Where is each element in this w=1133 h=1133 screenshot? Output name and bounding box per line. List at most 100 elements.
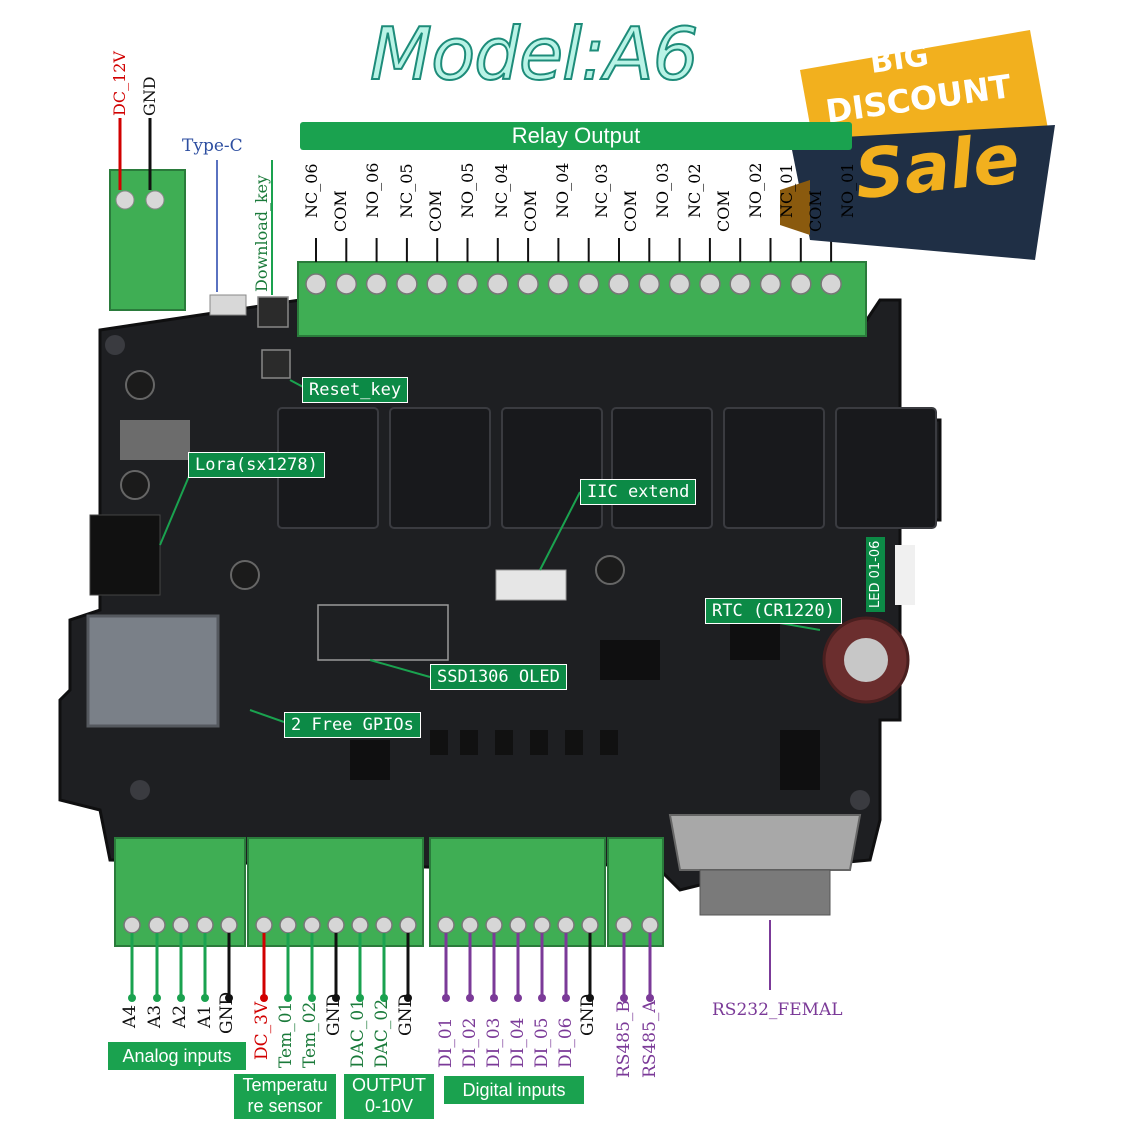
- power-terminal: [109, 169, 186, 311]
- relay-pin-label: NC_02: [685, 163, 704, 218]
- pin-label-a4: A4: [120, 1004, 140, 1028]
- relay-terminal-screw: [759, 273, 782, 295]
- relay-terminal-screw: [456, 273, 479, 295]
- relay-pin-label: NC_01: [777, 163, 796, 218]
- relay-terminal-screw: [790, 273, 812, 295]
- pin-label-di-03: DI_03: [484, 1017, 504, 1068]
- relay-terminal-screw: [820, 273, 842, 295]
- section-output-line1: OUTPUT: [352, 1075, 426, 1095]
- relay-terminal-screw: [487, 273, 509, 295]
- bottom-terminal-screw: [399, 916, 417, 934]
- section-output-0-10v: OUTPUT 0-10V: [344, 1074, 434, 1119]
- bottom-terminal-screw: [148, 916, 166, 934]
- relay-pin-label: NO_02: [746, 162, 765, 218]
- callout-lora: Lora(sx1278): [188, 452, 325, 478]
- relay-terminal-screw: [638, 273, 661, 295]
- pin-label-di-05: DI_05: [532, 1017, 552, 1068]
- bottom-terminal-screw: [485, 916, 503, 934]
- callout-iic: IIC extend: [580, 479, 697, 505]
- pin-label-gnd-di: GND: [578, 993, 598, 1036]
- relay-terminal-screw: [396, 273, 418, 295]
- callout-rtc: RTC (CR1220): [705, 598, 842, 624]
- callout-gpio: 2 Free GPIOs: [284, 712, 421, 738]
- relay-terminal-screw: [699, 273, 721, 295]
- callout-reset-key: Reset_key: [302, 377, 409, 403]
- section-output-line2: 0-10V: [364, 1096, 414, 1116]
- bottom-terminal-screw: [327, 916, 345, 934]
- pin-label-dac-01: DAC_01: [348, 998, 368, 1068]
- relay-terminal-screw: [517, 273, 539, 295]
- relay-terminal-block: [297, 261, 867, 337]
- label-gnd-power: GND: [140, 76, 159, 116]
- pin-label-rs485-b: RS485_B: [614, 1000, 634, 1078]
- section-temperature-sensor: Temperatu re sensor: [234, 1074, 336, 1119]
- pin-label-di-06: DI_06: [556, 1017, 576, 1068]
- relay-pin-label: COM: [521, 190, 540, 232]
- section-digital-inputs: Digital inputs: [444, 1076, 584, 1104]
- bottom-terminal-screw: [461, 916, 479, 934]
- relay-pin-label: COM: [331, 190, 350, 232]
- pin-label-dac-02: DAC_02: [372, 998, 392, 1068]
- pin-label-dc-3v: DC_3V: [252, 1001, 272, 1060]
- relay-terminal-screw: [729, 273, 751, 295]
- relay-pin-label: NC_05: [397, 163, 416, 218]
- relay-pin-label: NC_04: [492, 163, 511, 218]
- bottom-terminal-screw: [615, 916, 633, 934]
- relay-pin-label: COM: [621, 190, 640, 232]
- section-analog-inputs: Analog inputs: [108, 1042, 246, 1070]
- bottom-terminal-screw: [279, 916, 297, 934]
- relay-pin-label: COM: [714, 190, 733, 232]
- sale-banner-graphic: [780, 30, 1055, 260]
- model-title: Model:A6: [369, 11, 699, 97]
- bottom-terminal-screw: [220, 916, 238, 934]
- relay-terminal-screw: [608, 273, 630, 295]
- bottom-terminal-screw: [375, 916, 393, 934]
- relay-pin-label: NO_04: [553, 162, 572, 218]
- bottom-terminal-screw: [533, 916, 551, 934]
- pin-label-di-01: DI_01: [436, 1017, 456, 1068]
- relay-pin-label: COM: [426, 190, 445, 232]
- pin-label-a2: A2: [170, 1004, 190, 1028]
- bottom-terminal-screw: [509, 916, 527, 934]
- bottom-terminal-screw: [172, 916, 190, 934]
- bottom-terminal-screw: [581, 916, 599, 934]
- relay-pin-label: NO_06: [363, 162, 382, 218]
- bottom-terminal-screw: [641, 916, 659, 934]
- pin-label-di-02: DI_02: [460, 1017, 480, 1068]
- pin-label-tem-01: Tem_01: [276, 1001, 296, 1068]
- section-temperature-line1: Temperatu: [242, 1075, 328, 1095]
- pin-label-tem-02: Tem_02: [300, 1001, 320, 1068]
- relay-terminal-screw: [668, 273, 691, 295]
- bottom-terminal-screw: [123, 916, 141, 934]
- iic-connector: [495, 569, 567, 601]
- section-temperature-line2: re sensor: [247, 1096, 323, 1116]
- esp32-module: [86, 614, 220, 728]
- relay-terminal-screw: [305, 273, 327, 295]
- bottom-terminal-screw: [196, 916, 214, 934]
- bottom-terminal-screw: [255, 916, 273, 934]
- relay-pin-label: NC_03: [592, 163, 611, 218]
- pin-label-di-04: DI_04: [508, 1017, 528, 1068]
- relay-output-header: Relay Output: [300, 122, 852, 150]
- relay-terminal-screw: [426, 273, 448, 295]
- rs232-connector: [668, 814, 862, 871]
- relay-terminal-screw: [577, 273, 600, 295]
- pin-label-a3: A3: [145, 1004, 165, 1028]
- relay-terminal-screw: [365, 273, 388, 295]
- callout-oled: SSD1306 OLED: [430, 664, 567, 690]
- bottom-terminal-screw: [557, 916, 575, 934]
- pin-label-a1: A1: [195, 1004, 215, 1028]
- callout-led: LED 01-06: [866, 536, 885, 612]
- label-rs232: RS232_FEMAL: [712, 1000, 843, 1020]
- bottom-terminal-screw: [437, 916, 455, 934]
- relay-pin-label: NO_05: [458, 162, 477, 218]
- pin-label-gnd-analog: GND: [217, 991, 237, 1034]
- pin-label-gnd-temp: GND: [324, 993, 344, 1036]
- bottom-terminal-screw: [303, 916, 321, 934]
- label-type-c: Type-C: [182, 136, 243, 156]
- relay-pin-label: NC_06: [302, 163, 321, 218]
- relay-terminal-screw: [547, 273, 570, 295]
- pin-label-gnd-dac: GND: [396, 993, 416, 1036]
